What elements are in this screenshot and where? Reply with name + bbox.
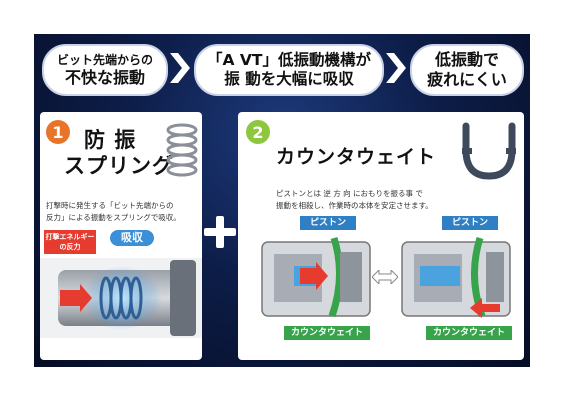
panel-counterweight: 2 カウンタウェイト ピストンとは 逆 方 向 におもりを振る事 で 振動を相殺… xyxy=(238,112,524,360)
desc-line: 打撃時に発生する「ビット先端からの xyxy=(46,201,174,210)
flow-step-2-line2: 振 動を大幅に吸収 xyxy=(224,70,354,88)
chevron-right-icon xyxy=(170,53,190,83)
flow-step-1-line2: 不快な振動 xyxy=(64,68,145,87)
counterweight-label: カウンタウェイト xyxy=(284,326,370,340)
step-number-badge: 1 xyxy=(46,120,70,144)
flow-step-1-line1: ビット先端からの xyxy=(56,53,153,67)
flow-step-vibration-source: ビット先端からの 不快な振動 xyxy=(42,44,168,96)
panel-description: ピストンとは 逆 方 向 におもりを振る事 で 振動を相殺し、作業時の本体を安定… xyxy=(276,188,433,212)
flow-step-2-line1: 「A VT」低振動機構が xyxy=(207,51,371,69)
piston-label: ピストン xyxy=(442,216,498,230)
absorb-label: 吸収 xyxy=(110,230,154,246)
spring-mechanism-illustration xyxy=(40,258,202,338)
panel-description: 打撃時に発生する「ビット先端からの 反力」による振動をスプリングで吸収。 xyxy=(46,200,181,224)
avt-feature-banner: ビット先端からの 不快な振動 「A VT」低振動機構が 振 動を大幅に吸収 低振… xyxy=(34,34,530,367)
counterweight-icon xyxy=(462,122,516,180)
panel-spring: 1 防 振 スプリング 打撃時に発生する「ビット先端からの 反力」による振動をス… xyxy=(40,112,202,360)
counterweight-diagram-left xyxy=(261,236,371,318)
flow-step-avt-mechanism: 「A VT」低振動機構が 振 動を大幅に吸収 xyxy=(194,44,384,96)
counterweight-diagram-right xyxy=(401,236,511,318)
panel-title: スプリング xyxy=(64,154,174,178)
piston-label: ピストン xyxy=(300,216,356,230)
spring-icon xyxy=(166,123,198,177)
flow-step-3-line1: 低振動で xyxy=(434,50,499,69)
desc-line: ピストンとは 逆 方 向 におもりを振る事 で xyxy=(276,189,423,198)
chevron-right-icon xyxy=(386,53,406,83)
flow-step-low-vibration: 低振動で 疲れにくい xyxy=(410,44,524,96)
flow-step-3-line2: 疲れにくい xyxy=(427,70,507,89)
desc-line: 振動を相殺し、作業時の本体を安定させます。 xyxy=(276,201,433,210)
double-arrow-icon xyxy=(372,270,398,284)
plus-icon xyxy=(202,214,238,250)
step-number-badge: 2 xyxy=(246,120,270,144)
panel-title: カウンタウェイト xyxy=(276,146,437,168)
desc-line: 反力」による振動をスプリングで吸収。 xyxy=(46,213,181,222)
counterweight-label: カウンタウェイト xyxy=(426,326,512,340)
force-label: 打撃エネルギーの反力 xyxy=(44,230,96,254)
panel-title: 防 振 xyxy=(84,128,137,152)
